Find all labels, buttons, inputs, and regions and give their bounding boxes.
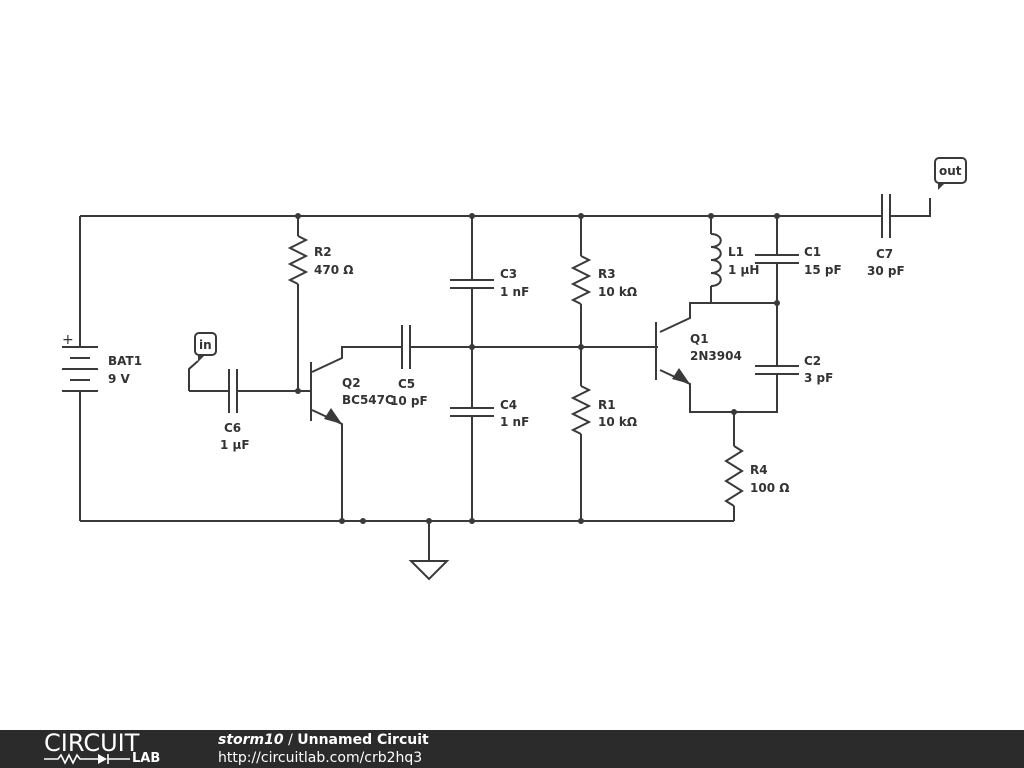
c1-value-label: 15 pF — [804, 263, 842, 277]
l1-value-label: 1 µH — [728, 263, 759, 277]
q1-name-label: Q1 — [690, 332, 709, 346]
capacitor-c4 — [450, 407, 494, 417]
circuitlab-logo[interactable]: CIRCUIT LAB — [44, 729, 174, 766]
q2-value-label: BC547C — [342, 393, 394, 407]
wires — [79, 198, 931, 561]
c3-value-label: 1 nF — [500, 285, 529, 299]
resistor-r1 — [570, 385, 592, 435]
c6-value-label: 1 µF — [220, 438, 250, 452]
r3-value-label: 10 kΩ — [598, 285, 637, 299]
c7-name-label: C7 — [876, 247, 893, 261]
title-separator: / — [283, 732, 298, 748]
input-port-in[interactable]: in — [194, 332, 217, 362]
top-rail — [80, 198, 931, 217]
q2-emitter-wire — [311, 409, 343, 521]
output-port-out[interactable]: out — [934, 157, 967, 190]
junction-dot — [295, 388, 301, 394]
junction-dot — [469, 518, 475, 524]
junction-dot — [708, 213, 714, 219]
resistor-r2 — [287, 235, 309, 285]
c4-name-label: C4 — [500, 398, 517, 412]
r4-name-label: R4 — [750, 463, 768, 477]
c5-value-label: 10 pF — [390, 394, 428, 408]
resistor-r3 — [570, 255, 592, 305]
capacitor-c5 — [401, 325, 411, 369]
inductor-l1 — [710, 233, 722, 287]
transistor-q1 — [655, 322, 690, 384]
bat1-name-label: BAT1 — [108, 354, 142, 368]
q1-emitter-wire — [659, 369, 734, 413]
junction-dot — [469, 344, 475, 350]
r2-value-label: 470 Ω — [314, 263, 353, 277]
logo-resistor-diode-icon — [44, 753, 130, 765]
battery-bat1: + — [62, 332, 98, 392]
junction-dot — [360, 518, 366, 524]
junctions — [295, 213, 780, 524]
ground-icon — [408, 560, 450, 581]
junction-dot — [426, 518, 432, 524]
q1-value-label: 2N3904 — [690, 349, 742, 363]
bat1-value-label: 9 V — [108, 372, 131, 386]
c4-value-label: 1 nF — [500, 415, 529, 429]
r1-value-label: 10 kΩ — [598, 415, 637, 429]
capacitor-c6 — [228, 369, 238, 413]
capacitor-c2 — [755, 365, 799, 375]
logo-lab-text: LAB — [132, 751, 161, 766]
c2-value-label: 3 pF — [804, 371, 833, 385]
junction-dot — [578, 213, 584, 219]
c3-name-label: C3 — [500, 267, 517, 281]
junction-dot — [578, 344, 584, 350]
c1-c2-column — [734, 216, 778, 413]
c6-name-label: C6 — [224, 421, 241, 435]
circuit-url-link[interactable]: http://circuitlab.com/crb2hq3 — [218, 750, 423, 766]
battery-plus-sign: + — [62, 332, 74, 348]
c2-name-label: C2 — [804, 354, 821, 368]
junction-dot — [578, 518, 584, 524]
footer-bar: CIRCUIT LAB storm10 / Unnamed Circuit ht… — [0, 730, 1024, 768]
logo-circuit-text: CIRCUIT — [44, 729, 140, 757]
r4-value-label: 100 Ω — [750, 481, 789, 495]
junction-dot — [295, 213, 301, 219]
junction-dot — [774, 300, 780, 306]
l1-column — [710, 216, 777, 304]
output-port-label: out — [939, 164, 962, 178]
transistor-q2 — [310, 362, 342, 424]
r3-name-label: R3 — [598, 267, 616, 281]
resistor-r4 — [724, 445, 744, 507]
r2-name-label: R2 — [314, 245, 332, 259]
l1-name-label: L1 — [728, 245, 744, 259]
capacitor-c7 — [881, 194, 891, 238]
q2-collector-wire — [311, 346, 656, 373]
circuit-title-line: storm10 / Unnamed Circuit — [218, 731, 429, 749]
circuit-name: Unnamed Circuit — [297, 732, 429, 748]
c6-left-wire — [188, 360, 229, 392]
capacitor-c3 — [450, 279, 494, 289]
junction-dot — [469, 213, 475, 219]
capacitor-c1 — [755, 254, 799, 264]
c1-name-label: C1 — [804, 245, 821, 259]
input-port-label: in — [199, 338, 212, 352]
junction-dot — [774, 213, 780, 219]
author-link[interactable]: storm10 — [218, 732, 284, 748]
junction-dot — [339, 518, 345, 524]
q2-name-label: Q2 — [342, 376, 361, 390]
c7-value-label: 30 pF — [867, 264, 905, 278]
junction-dot — [731, 409, 737, 415]
r1-name-label: R1 — [598, 398, 616, 412]
circuit-schematic: + BAT1 9 V R2 470 Ω Q2 BC547C C5 10 pF C… — [62, 157, 967, 581]
q1-collector-wire — [659, 302, 711, 333]
c5-name-label: C5 — [398, 377, 415, 391]
